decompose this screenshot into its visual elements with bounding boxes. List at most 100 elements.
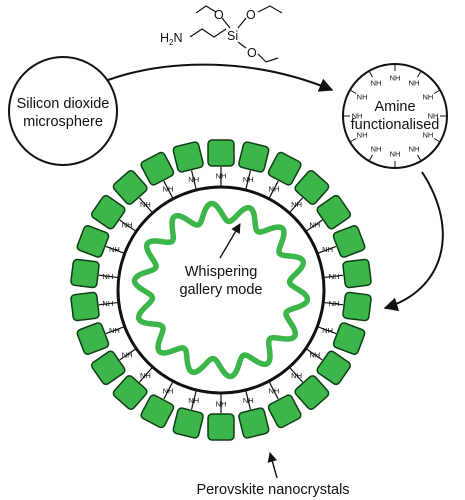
small-nh-label: NH — [371, 79, 382, 88]
nanocrystal-shell: NH NH NH NH NH NH NH NH NH NH NH NH NH NH NH NH NH NH NH NH… — [70, 139, 372, 441]
small-nh-label: NH — [422, 131, 433, 140]
linker-nh-label: NH — [329, 299, 340, 308]
aptes-labels: H2N Si O O O — [160, 8, 257, 60]
perovskite-nanocrystal — [90, 350, 126, 386]
linker-bond — [98, 301, 119, 306]
perovskite-nanocrystal — [90, 194, 126, 230]
linker-bond — [163, 380, 174, 400]
linker-nh-label: NH — [329, 272, 340, 281]
amine-bond — [349, 89, 357, 94]
small-nh-label: NH — [371, 144, 382, 153]
linker-nh-label: NH — [163, 386, 174, 395]
linker-bond — [323, 301, 344, 306]
perovskite-nanocrystal — [342, 291, 372, 322]
oxygen-label-2: O — [246, 8, 256, 22]
perovskite-nanocrystal — [294, 375, 330, 411]
linker-bond — [245, 170, 252, 191]
perovskite-nanocrystal — [267, 151, 302, 186]
perovskite-nanocrystal — [140, 394, 175, 429]
perovskite-nanocrystal — [342, 258, 372, 289]
perovskite-nanocrystal — [70, 291, 100, 322]
perovskite-nanocrystal — [70, 258, 100, 289]
linker-nh-label: NH — [140, 200, 151, 209]
ethyl-3 — [257, 53, 279, 63]
linker-nh-label: NH — [243, 396, 254, 405]
decorated-microsphere: NH NH NH NH NH NH NH NH NH NH NH NH NH NH NH NH NH NH NH NH… — [70, 139, 372, 441]
perovskite-nanocrystal — [172, 407, 204, 439]
linker-nh-label: NH — [102, 299, 113, 308]
linker-nh-label: NH — [309, 350, 320, 359]
small-nh-label: NH — [352, 112, 363, 121]
linker-bond — [119, 219, 137, 232]
small-nh-label: NH — [428, 112, 439, 121]
wgm-label-line2: gallery mode — [179, 282, 262, 298]
perovskite-nanocrystal — [238, 141, 270, 173]
linker-bond — [305, 219, 323, 232]
small-nh-label: NH — [409, 144, 420, 153]
linker-bond — [163, 180, 174, 200]
linker-nh-label: NH — [102, 272, 113, 281]
perovskite-nanocrystal — [332, 225, 366, 258]
silica-label-line2: microsphere — [23, 114, 103, 130]
perovskite-nanocrystal — [172, 141, 204, 173]
amine-bond — [433, 138, 441, 143]
linker-bond — [245, 389, 252, 410]
linker-bond — [288, 366, 304, 383]
wgm-pointer-arrow — [219, 223, 241, 259]
propyl-chain — [189, 28, 227, 38]
perovskite-nanocrystal — [76, 322, 110, 355]
amine-bond — [417, 154, 422, 162]
small-nh-label: NH — [390, 150, 401, 159]
linker-nh-label: NH — [291, 200, 302, 209]
large-microsphere-outline — [116, 185, 326, 395]
linker-bond — [268, 380, 279, 400]
perovskite-nanocrystal — [332, 322, 366, 355]
small-nh-label: NH — [409, 79, 420, 88]
perovskite-nanocrystal — [112, 375, 148, 411]
linker-nh-label: NH — [216, 172, 227, 181]
oxygen-label-3: O — [247, 46, 257, 60]
aptes-structure — [189, 5, 283, 63]
amine-label-line2: functionalised — [351, 117, 440, 133]
linker-nh-label: NH — [269, 386, 280, 395]
silica-label-line1: Silicon dioxide — [17, 96, 110, 112]
linker-bond — [305, 348, 323, 361]
linker-bond — [317, 245, 337, 255]
linker-nh-label: NH — [122, 350, 133, 359]
perovskite-pointer-arrow — [267, 452, 278, 479]
linker-nh-label: NH — [291, 371, 302, 380]
linker-nh-label: NH — [140, 371, 151, 380]
linker-bond — [190, 389, 197, 410]
si-o-bond-2 — [237, 17, 247, 29]
linker-nh-label: NH — [269, 185, 280, 194]
small-nh-label: NH — [357, 93, 368, 102]
ethyl-2 — [257, 5, 283, 14]
perovskite-nanocrystal — [207, 413, 235, 441]
perovskite-nanocrystal — [238, 407, 270, 439]
small-nh-label: NH — [422, 93, 433, 102]
perovskite-nanocrystal — [112, 169, 148, 205]
perovskite-nanocrystal — [76, 225, 110, 258]
amine-bond — [368, 70, 373, 78]
linker-nh-label: NH — [109, 326, 120, 335]
linker-bond — [138, 197, 154, 214]
linker-bond — [119, 348, 137, 361]
linker-nh-label: NH — [188, 396, 199, 405]
linker-nh-label: NH — [109, 245, 120, 254]
perovskite-nanocrystal — [316, 194, 352, 230]
ethyl-1 — [195, 5, 217, 14]
oxygen-label-1: O — [214, 8, 224, 22]
small-nh-label: NH — [390, 74, 401, 83]
linker-bond — [138, 366, 154, 383]
linker-bond — [105, 325, 125, 335]
amine-label-line1: Amine — [374, 99, 415, 115]
whispering-gallery-wave — [131, 200, 311, 380]
linker-nh-label: NH — [322, 326, 333, 335]
perovskite-nanocrystal — [207, 139, 235, 167]
si-label: Si — [227, 29, 238, 43]
wgm-label-line1: Whispering — [185, 264, 258, 280]
linker-nh-label: NH — [188, 175, 199, 184]
